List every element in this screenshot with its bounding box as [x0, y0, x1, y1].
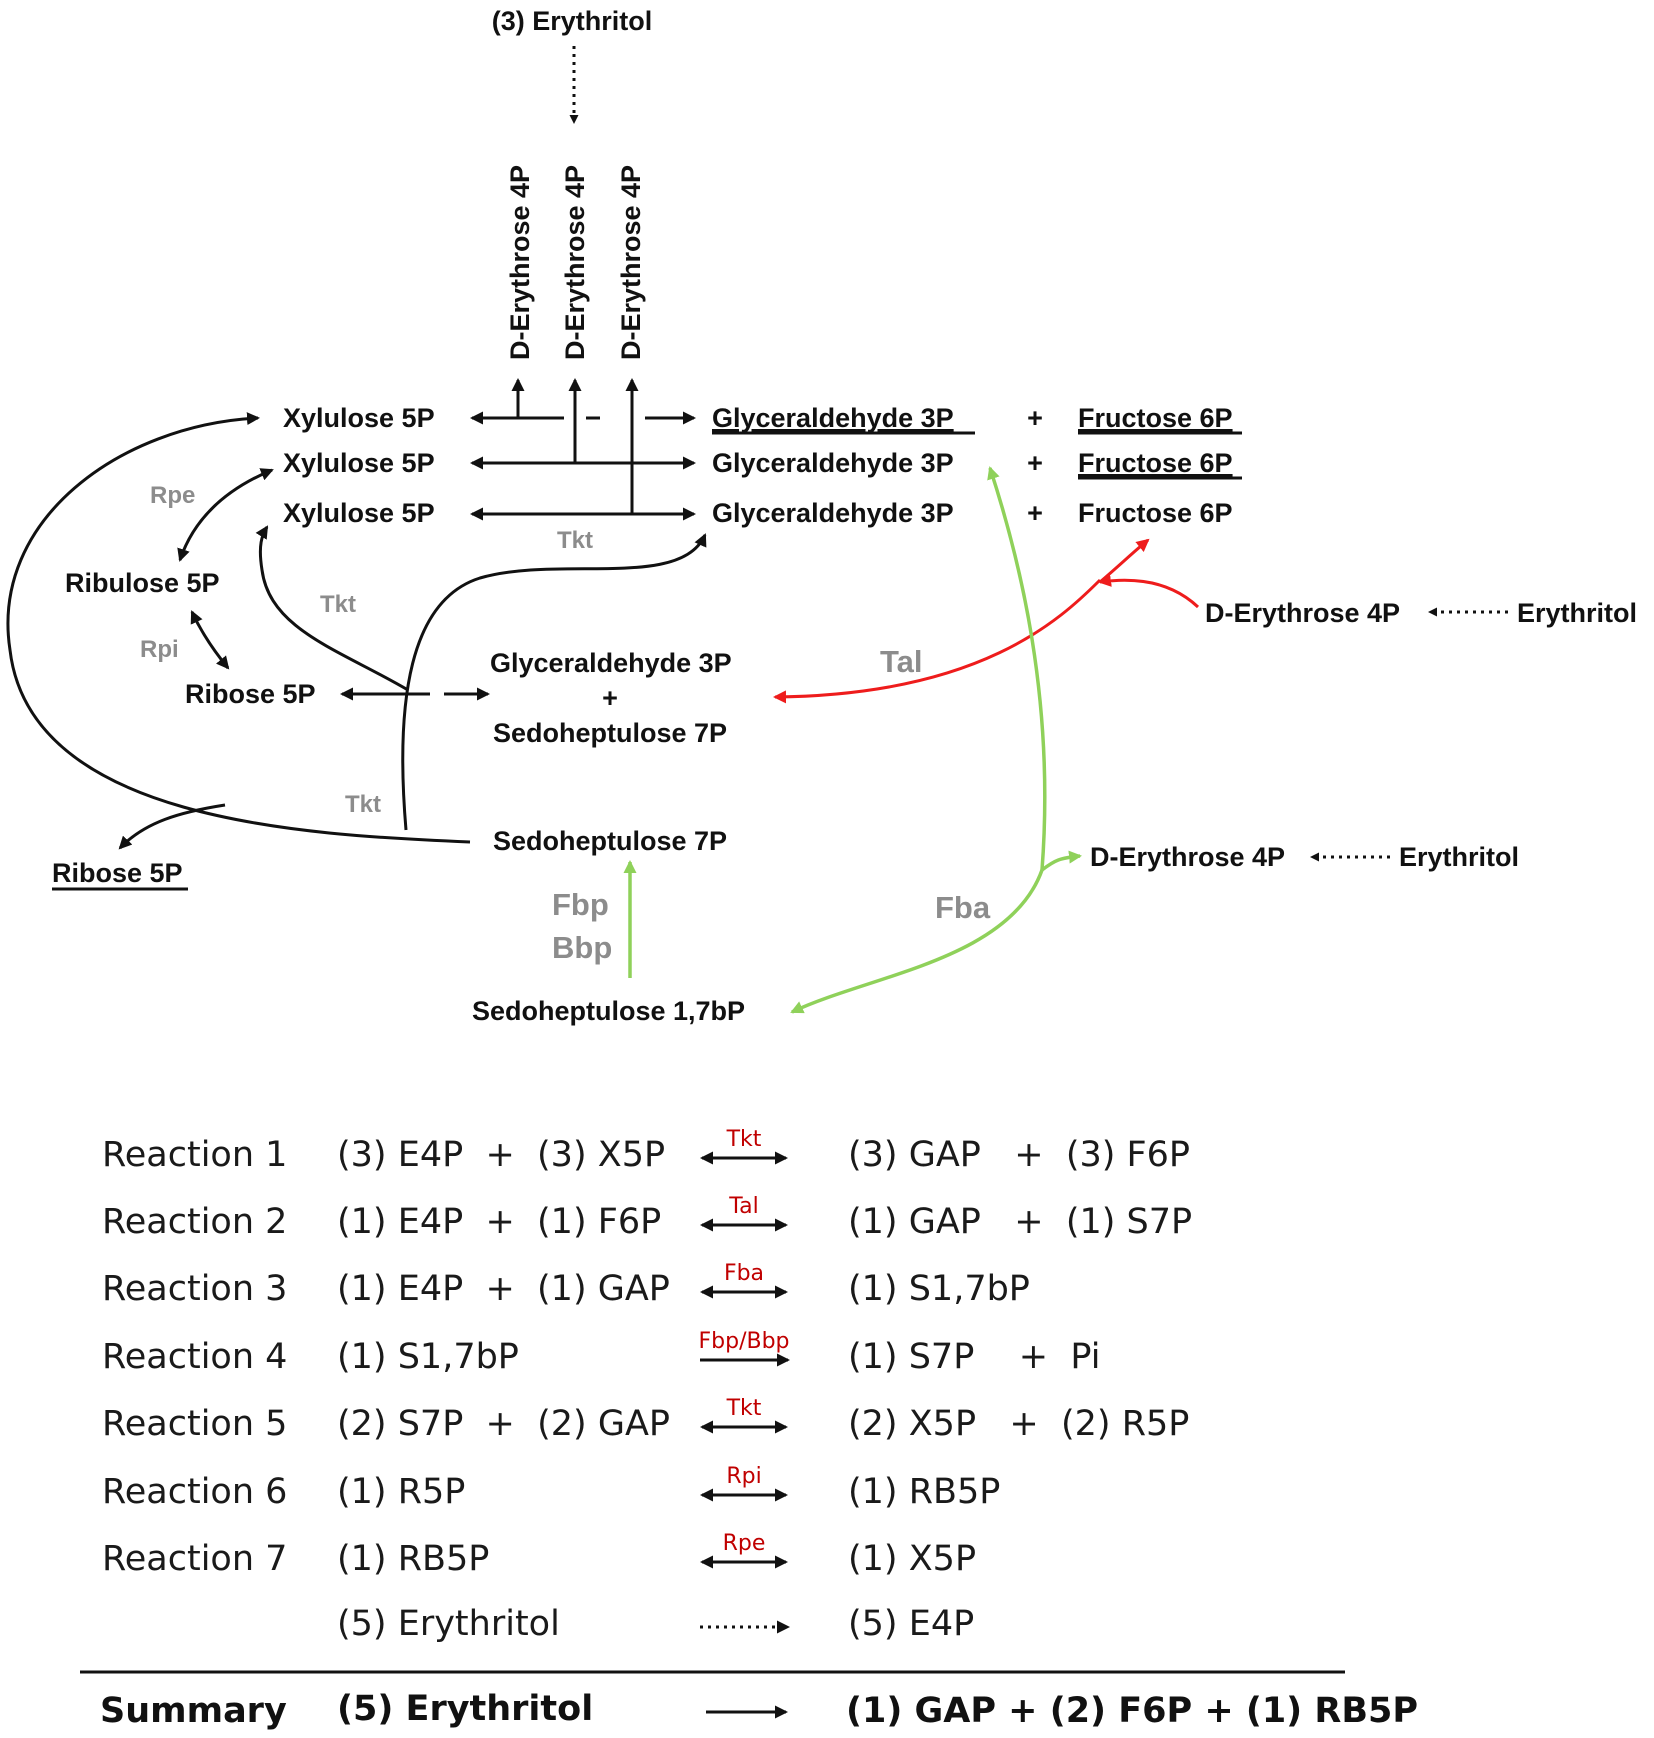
tkt-mid-arrow — [255, 525, 490, 701]
fba-arrow-to-s17bp — [790, 869, 1044, 1014]
x5p-row-3: Xylulose 5P — [283, 498, 435, 528]
reaction-substrates: (1) S1,7bP — [337, 1337, 519, 1377]
plus-row-3: + — [1027, 498, 1043, 528]
reaction-enzyme: Tal — [728, 1194, 758, 1219]
enzyme-rpe: Rpe — [150, 482, 195, 509]
e4p-vertical-1: D-Erythrose 4P — [505, 165, 535, 360]
enzyme-rpi: Rpi — [140, 636, 179, 663]
reaction-enzyme: Rpe — [723, 1531, 766, 1556]
reaction-label: Reaction 3 — [102, 1269, 287, 1309]
x5p-row-1: Xylulose 5P — [283, 403, 435, 433]
reaction-products: (1) GAP + (1) S7P — [848, 1202, 1192, 1242]
gap-row-3: Glyceraldehyde 3P — [712, 498, 954, 528]
tkt-low-arrow — [401, 533, 707, 831]
enzyme-fbp: Fbp — [552, 887, 609, 922]
reaction-label: Reaction 1 — [102, 1135, 287, 1175]
plus-row-1: + — [1027, 403, 1043, 433]
enzyme-tkt-mid: Tkt — [320, 591, 356, 618]
reaction-label: Reaction 2 — [102, 1202, 287, 1242]
reaction-enzyme: Rpi — [726, 1464, 761, 1489]
reaction-substrates: (5) Erythritol — [337, 1604, 560, 1644]
reaction-enzyme: Tkt — [726, 1396, 762, 1421]
s7p-center: Sedoheptulose 7P — [493, 718, 727, 748]
reaction-label: Reaction 6 — [102, 1472, 287, 1512]
reaction-row: Reaction 7 (1) RB5P Rpe (1) X5P — [102, 1531, 976, 1579]
summary-label: Summary — [100, 1691, 287, 1731]
reaction-substrates: (3) E4P + (3) X5P — [337, 1135, 665, 1175]
reaction-table: Reaction 1 (3) E4P + (3) X5P Tkt (3) GAP + … — [102, 1127, 1192, 1644]
reaction-enzyme: Tkt — [726, 1127, 762, 1152]
reaction-products: (1) X5P — [848, 1539, 976, 1579]
reaction-row: Reaction 5 (2) S7P + (2) GAP Tkt (2) X5P + … — [102, 1396, 1189, 1444]
reaction-row: Reaction 1 (3) E4P + (3) X5P Tkt (3) GAP + … — [102, 1127, 1190, 1175]
gap-center: Glyceraldehyde 3P — [490, 648, 732, 678]
s17bp: Sedoheptulose 1,7bP — [472, 996, 745, 1026]
enzyme-tkt-top: Tkt — [557, 527, 593, 554]
reaction-products: (2) X5P + (2) R5P — [848, 1404, 1189, 1444]
summary-left: (5) Erythritol — [337, 1689, 593, 1729]
tal-arrow — [773, 578, 1102, 704]
top-erythritol-label: (3) Erythritol — [492, 6, 653, 36]
tal-branch-e4p — [1098, 574, 1200, 609]
reaction-substrates: (1) E4P + (1) F6P — [337, 1202, 661, 1242]
fba-arrow-to-gap — [987, 466, 1047, 871]
reaction-products: (5) E4P — [848, 1604, 974, 1644]
summary-right: (1) GAP + (2) F6P + (1) RB5P — [846, 1691, 1418, 1731]
reaction-label: Reaction 4 — [102, 1337, 287, 1377]
tkt-row-1-arrow — [470, 378, 696, 425]
f6p-row-3: Fructose 6P — [1078, 498, 1233, 528]
reaction-products: (1) S1,7bP — [848, 1269, 1030, 1309]
tkt-row-2-arrow — [470, 378, 696, 470]
fba-branch-e4p — [1040, 850, 1082, 872]
reaction-row: Reaction 6 (1) R5P Rpi (1) RB5P — [102, 1464, 1000, 1512]
e4p-vertical-3: D-Erythrose 4P — [616, 165, 646, 360]
erythritol-tal: Erythritol — [1517, 598, 1637, 628]
tkt-row-3-arrow — [470, 378, 696, 521]
reaction-enzyme: Fbp/Bbp — [698, 1329, 789, 1354]
rpe-arrow — [177, 468, 274, 562]
reaction-enzyme: Fba — [724, 1261, 764, 1286]
plus-center: + — [602, 683, 618, 713]
e4p-fba: D-Erythrose 4P — [1090, 842, 1285, 872]
enzyme-fba: Fba — [935, 890, 991, 925]
loop-arrow-to-x5p — [6, 412, 471, 844]
reaction-label: Reaction 7 — [102, 1539, 287, 1579]
plus-row-2: + — [1027, 448, 1043, 478]
reaction-row: Reaction 4 (1) S1,7bP Fbp/Bbp (1) S7P + Pi — [102, 1329, 1100, 1377]
reaction-substrates: (1) E4P + (1) GAP — [337, 1269, 670, 1309]
s7p-lower: Sedoheptulose 7P — [493, 826, 727, 856]
enzyme-tkt-low: Tkt — [345, 791, 381, 818]
reaction-products: (3) GAP + (3) F6P — [848, 1135, 1190, 1175]
e4p-vertical-2: D-Erythrose 4P — [560, 165, 590, 360]
reaction-row: Reaction 3 (1) E4P + (1) GAP Fba (1) S1,7bP — [102, 1261, 1030, 1309]
ribose-5p-out: Ribose 5P — [52, 858, 183, 888]
reaction-products: (1) S7P + Pi — [848, 1337, 1100, 1377]
gap-row-1: Glyceraldehyde 3P — [712, 403, 954, 433]
ribose-out-arrow — [118, 803, 226, 850]
reaction-row: Reaction 2 (1) E4P + (1) F6P Tal (1) GAP + … — [102, 1194, 1192, 1242]
x5p-row-2: Xylulose 5P — [283, 448, 435, 478]
reaction-substrates: (2) S7P + (2) GAP — [337, 1404, 670, 1444]
reaction-products: (1) RB5P — [848, 1472, 1000, 1512]
reaction-label: Reaction 5 — [102, 1404, 287, 1444]
ribulose-5p: Ribulose 5P — [65, 568, 220, 598]
f6p-row-1: Fructose 6P — [1078, 403, 1233, 433]
enzyme-bbp: Bbp — [552, 930, 612, 965]
f6p-row-2: Fructose 6P — [1078, 448, 1233, 478]
reaction-substrates: (1) R5P — [337, 1472, 465, 1512]
tal-branch-f6p — [1099, 538, 1150, 584]
rpi-arrow — [190, 610, 230, 670]
reaction-row: (5) Erythritol (5) E4P — [337, 1604, 974, 1644]
e4p-tal: D-Erythrose 4P — [1205, 598, 1400, 628]
gap-row-2: Glyceraldehyde 3P — [712, 448, 954, 478]
ribose-5p: Ribose 5P — [185, 679, 316, 709]
erythritol-fba: Erythritol — [1399, 842, 1519, 872]
reaction-substrates: (1) RB5P — [337, 1539, 489, 1579]
enzyme-tal: Tal — [880, 644, 923, 679]
